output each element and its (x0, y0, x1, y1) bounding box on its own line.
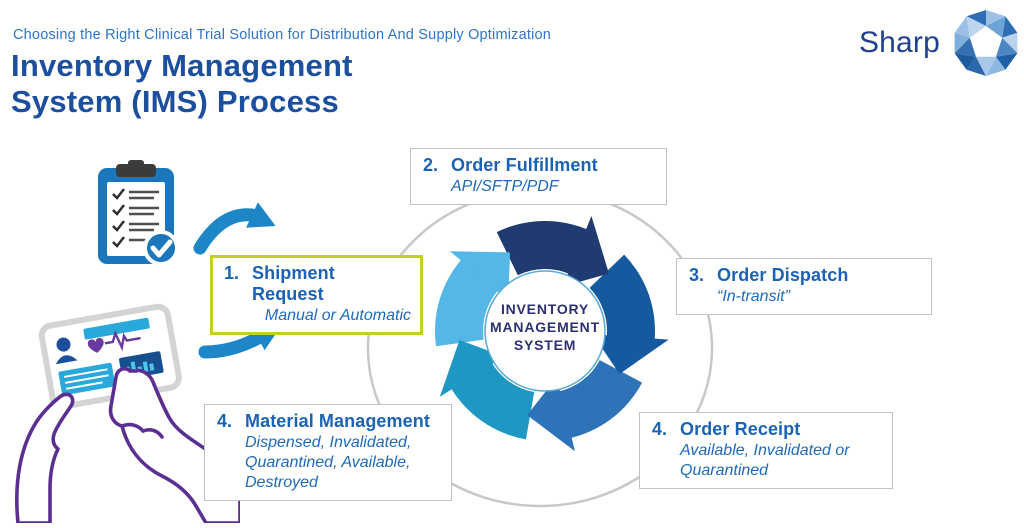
step-subtitle: “In-transit” (717, 288, 790, 305)
step-box-order-fulfillment: 2. Order Fulfillment API/SFTP/PDF (410, 148, 667, 205)
step-subtitle: Manual or Automatic (264, 307, 411, 324)
cycle-center-label: INVENTORY MANAGEMENT SYSTEM (490, 301, 600, 354)
step-number: 1. (224, 263, 240, 283)
step-box-material-management: 4. Material Management Dispensed, Invali… (204, 404, 452, 501)
step-subtitle: Available, Invalidated or Quarantined (680, 442, 850, 479)
clipboard-checklist-icon (98, 160, 179, 266)
step-number: 4. (652, 419, 668, 439)
curved-arrow-from-tablet-icon (198, 331, 265, 359)
step-title: Material Management (245, 411, 430, 431)
page-title: Inventory Management System (IMS) Proces… (11, 48, 353, 119)
step-box-shipment-request: 1. Shipment Request Manual or Automatic (210, 255, 423, 335)
step-box-order-receipt: 4. Order Receipt Available, Invalidated … (639, 412, 893, 489)
cycle-arrowhead-icon (527, 377, 576, 452)
step-number: 2. (423, 155, 439, 175)
step-title: Order Fulfillment (451, 155, 598, 175)
step-title: Order Dispatch (717, 265, 849, 285)
step-subtitle: API/SFTP/PDF (451, 178, 559, 195)
curved-arrow-from-clipboard-icon (193, 208, 259, 255)
step-title: Order Receipt (680, 419, 801, 439)
step-number: 4. (217, 411, 233, 431)
checkmark-icon (150, 239, 173, 258)
left-hand (15, 392, 75, 523)
brand-logo: Sharp (859, 6, 1022, 80)
cycle-arrowhead-icon (450, 251, 511, 301)
step-subtitle: Dispensed, Invalidated, Quarantined, Ava… (245, 434, 412, 491)
step-box-order-dispatch: 3. Order Dispatch “In-transit” (676, 258, 932, 315)
sharp-gem-logo-icon (954, 10, 1018, 76)
step-number: 3. (689, 265, 705, 285)
brand-wordmark: Sharp (858, 26, 940, 59)
cycle-arrowhead-icon (562, 216, 609, 287)
slide-eyebrow: Choosing the Right Clinical Trial Soluti… (13, 27, 552, 43)
step-title: Shipment Request (252, 263, 335, 304)
